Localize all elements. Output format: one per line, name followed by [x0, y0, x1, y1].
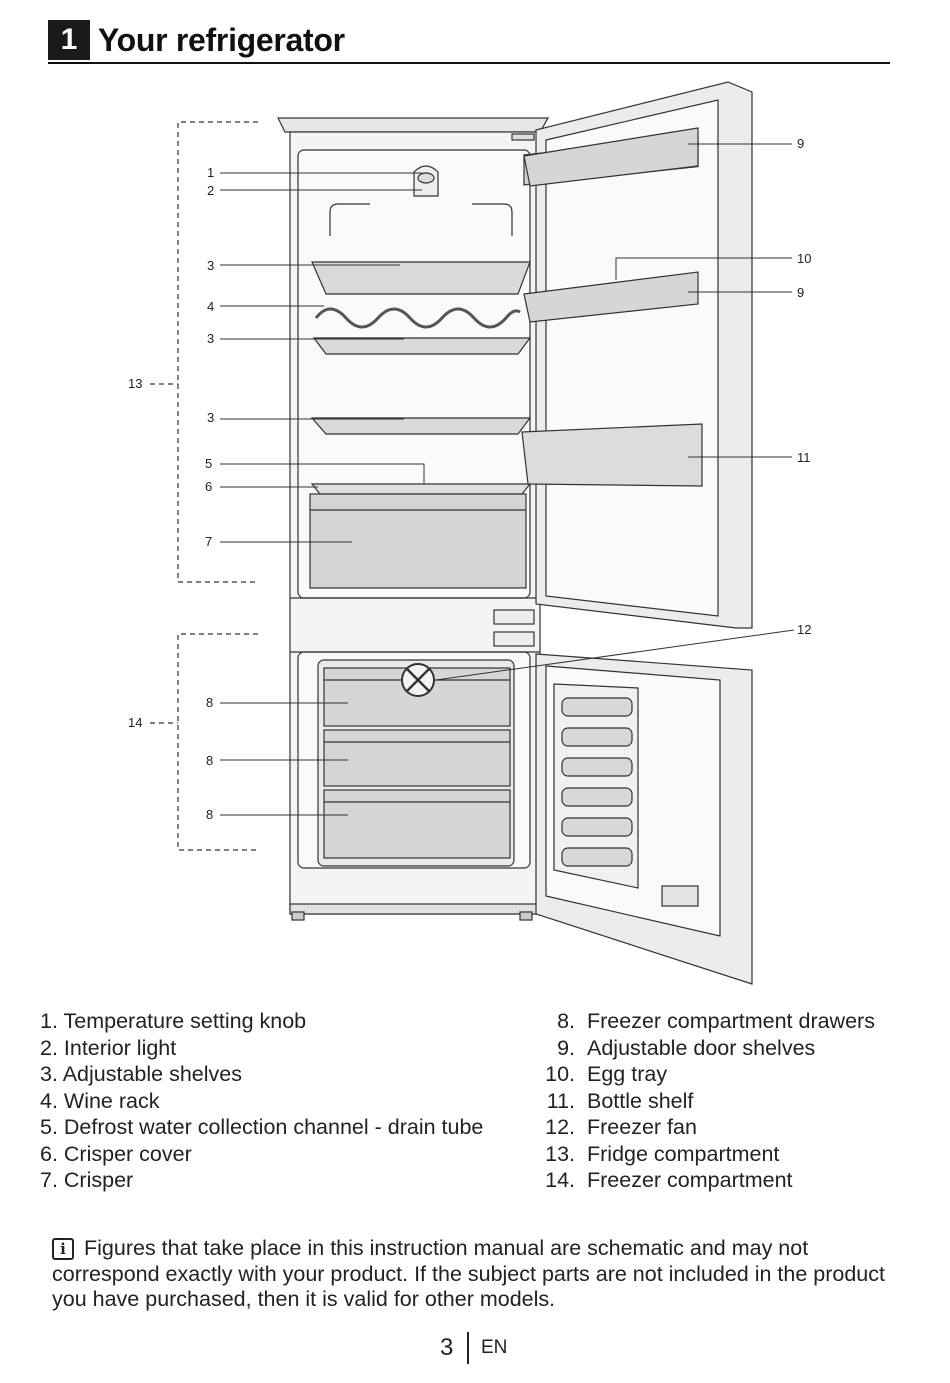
callout-1: 1 [207, 165, 214, 180]
chapter-header: 1 Your refrigerator [48, 18, 890, 64]
callout-7: 7 [205, 534, 212, 549]
callout-9: 9 [797, 285, 804, 300]
callout-8: 8 [206, 753, 213, 768]
legend-label: Bottle shelf [587, 1088, 694, 1113]
fridge-shelves [310, 261, 532, 435]
legend-item: 3. Adjustable shelves [40, 1062, 242, 1086]
legend-list-left: 1. Temperature setting knob 2. Interior … [40, 1008, 483, 1194]
legend-item: 6. Crisper cover [40, 1141, 192, 1166]
page-number: 3 [440, 1334, 454, 1361]
callout-8: 8 [206, 695, 213, 710]
callout-13: 13 [128, 376, 142, 391]
page-footer: 3 EN [0, 1330, 950, 1366]
callout-2: 2 [207, 183, 214, 198]
legend-label: Freezer compartment [587, 1168, 793, 1192]
legend-item: 2. Interior light [40, 1035, 177, 1060]
callout-10: 10 [797, 251, 811, 266]
interior-light-housing [413, 165, 439, 197]
legend-item: 1. Temperature setting knob [40, 1009, 307, 1033]
freezer-drawers [317, 659, 515, 867]
freezer-fan [401, 663, 435, 697]
legend-number: 10. [545, 1062, 575, 1086]
legend-number: 14. [545, 1168, 575, 1192]
leader-lines [220, 143, 795, 816]
footer-divider [467, 1332, 469, 1364]
callout-14: 14 [128, 715, 142, 730]
callout-5: 5 [205, 456, 212, 471]
legend-label: Egg tray [587, 1062, 668, 1086]
callout-3: 3 [207, 258, 214, 273]
legend-item: 14. Freezer compartment [540, 1167, 875, 1194]
refrigerator-diagram: 1 2 3 4 3 3 5 6 7 8 8 8 9 10 9 11 12 13 … [128, 81, 811, 985]
legend-item: 12. Freezer fan [540, 1114, 875, 1141]
callout-4: 4 [207, 299, 214, 314]
legend-item: 5. Defrost water collection channel - dr… [40, 1115, 484, 1139]
callout-8: 8 [206, 807, 213, 822]
callout-6: 6 [205, 479, 212, 494]
legend-label: Freezer compartment drawers [587, 1009, 875, 1033]
callout-12: 12 [797, 622, 811, 637]
legend-number: 12. [545, 1115, 575, 1139]
page-title: Your refrigerator [98, 22, 345, 58]
callout-9: 9 [797, 136, 804, 151]
callout-3: 3 [207, 410, 214, 425]
legend-item: 9. Adjustable door shelves [540, 1035, 875, 1062]
crisper [309, 483, 532, 589]
legend-item: 8. Freezer compartment drawers [540, 1008, 875, 1035]
info-icon: i [52, 1238, 74, 1260]
legend-label: Fridge compartment [587, 1141, 780, 1166]
language-code: EN [481, 1337, 508, 1358]
legend-label: Adjustable door shelves [587, 1035, 816, 1060]
legend-list-right: 8. Freezer compartment drawers 9. Adjustab… [540, 1008, 875, 1194]
compartment-brackets [150, 121, 258, 851]
callout-labels: 1 2 3 4 3 3 5 6 7 8 8 8 9 10 9 11 12 13 … [128, 136, 811, 822]
note-text: Figures that take place in this instruct… [52, 1236, 885, 1311]
legend-label: Freezer fan [587, 1115, 697, 1139]
legend-number: 11. [546, 1088, 575, 1113]
legend-item: 11. Bottle shelf [540, 1088, 875, 1115]
legend-number: 9. [557, 1035, 575, 1060]
legend-number: 13. [545, 1141, 575, 1166]
legend-item: 13. Fridge compartment [540, 1141, 875, 1168]
legend-number: 8. [557, 1009, 575, 1033]
legend-item: 4. Wine rack [40, 1088, 160, 1113]
legend-item: 10. Egg tray [540, 1061, 875, 1088]
fridge-door [521, 81, 753, 629]
callout-11: 11 [797, 450, 811, 465]
legend-item: 7. Crisper [40, 1168, 134, 1192]
chapter-number: 1 [48, 20, 90, 60]
wine-rack [314, 307, 521, 329]
freezer-door [535, 653, 753, 985]
callout-3: 3 [207, 331, 214, 346]
